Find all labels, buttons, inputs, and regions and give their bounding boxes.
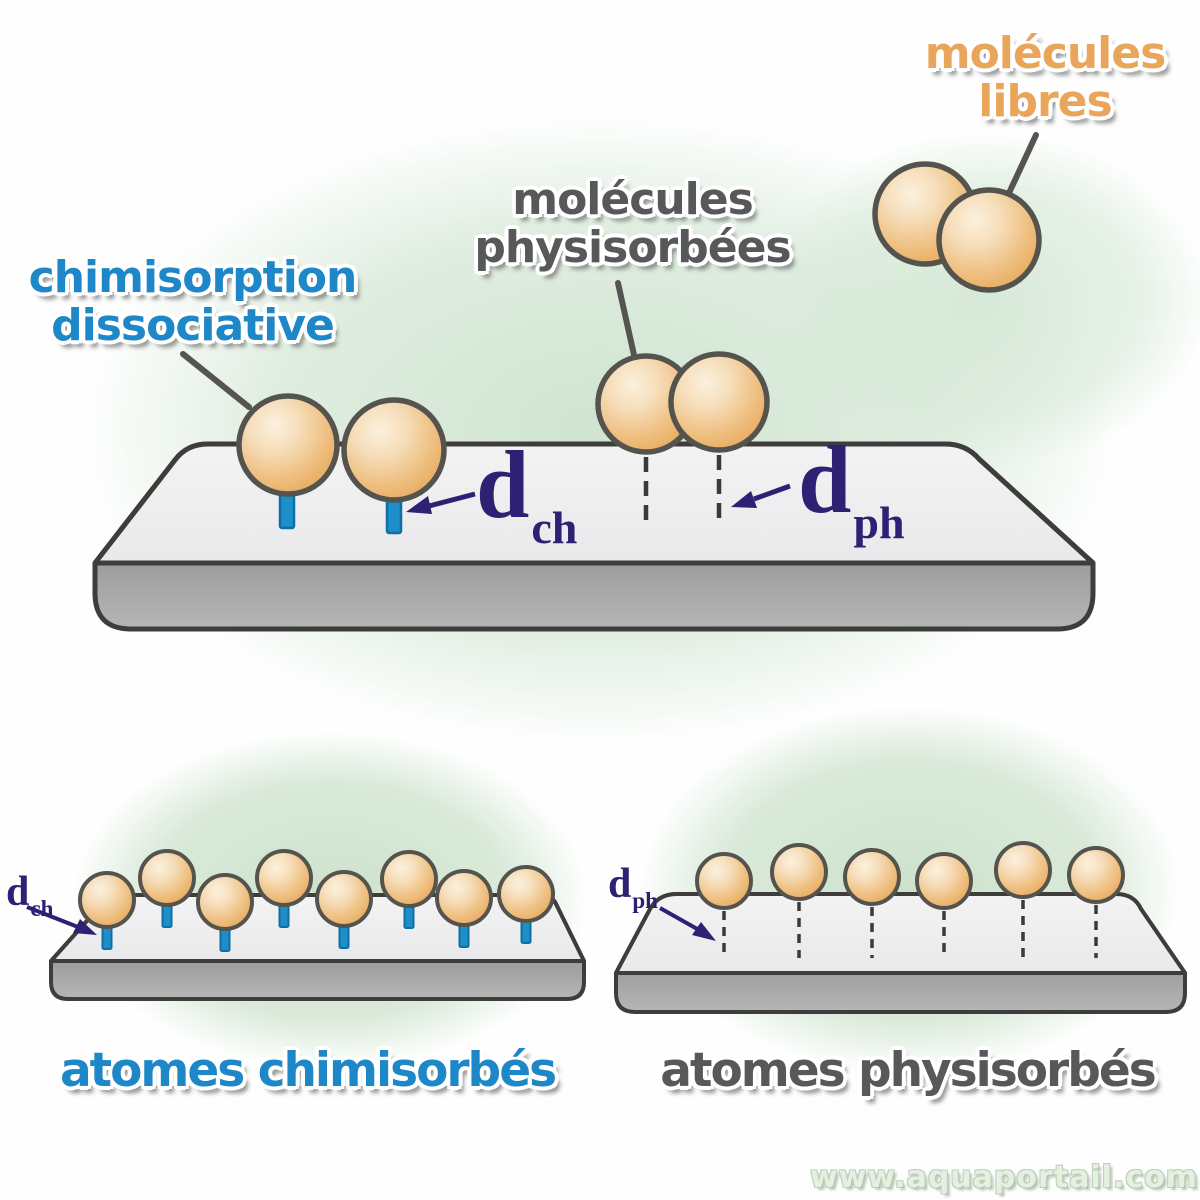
- physisorbed-surface-atom: [695, 852, 753, 910]
- d-ch-arrow-main: [406, 491, 476, 514]
- pointer-line-physisorbees: [615, 280, 637, 358]
- chemisorbed-surface-atom: [497, 865, 555, 923]
- chemisorption-bond-stick: [278, 492, 296, 530]
- chemisorbed-surface-atom: [196, 873, 254, 931]
- label-line: physisorbées: [474, 221, 791, 273]
- chemisorbed-atom-left: [236, 393, 340, 497]
- d-ph-arrow-main: [731, 483, 791, 508]
- label-line: dissociative: [51, 299, 335, 351]
- chemisorbed-surface-atom: [435, 869, 493, 927]
- label-d-ch-main: dch: [476, 437, 578, 554]
- d-sub: ch: [30, 896, 54, 921]
- d-base: d: [798, 426, 852, 533]
- watermark: www.aquaportail.com: [809, 1160, 1198, 1195]
- label-line: libres: [978, 75, 1112, 127]
- d-sub: ph: [632, 888, 658, 913]
- chemisorbed-surface-atom: [255, 849, 313, 907]
- d-ph-arrow-bottom: [659, 906, 716, 941]
- pointer-line-chimisorption: [180, 351, 252, 410]
- label-line: molécules: [512, 174, 754, 225]
- free-molecule-atom-right: [936, 187, 1042, 293]
- d-sub: ch: [531, 502, 578, 553]
- physisorbed-surface-atom: [994, 841, 1052, 899]
- d-ch-arrow-bottom: [26, 905, 97, 935]
- physisorbed-surface-atom: [770, 843, 828, 901]
- chemisorption-bond-stick: [385, 497, 403, 535]
- physisorbed-surface-atom: [1067, 846, 1125, 904]
- d-base: d: [608, 861, 632, 907]
- label-d-ph-bottom: dph: [608, 863, 658, 914]
- chemisorbed-surface-atom: [138, 849, 196, 907]
- label-physisorbed-molecules: molécules physisorbées: [440, 176, 825, 271]
- main-surface-top: [92, 441, 1096, 566]
- chemisorbed-surface-atom: [78, 871, 136, 929]
- physisorbed-molecule-atom-right: [668, 351, 770, 453]
- label-dissociative-chemisorption: chimisorption dissociative: [0, 254, 385, 349]
- label-line: molécules: [924, 28, 1167, 79]
- chemisorbed-atom-right: [341, 397, 447, 503]
- label-free-molecules: molécules libres: [890, 30, 1200, 125]
- label-d-ch-bottom: dch: [6, 871, 54, 922]
- d-sub: ph: [853, 497, 905, 548]
- chemisorbed-surface-atom: [315, 870, 373, 928]
- chemisorbed-surface-atom: [380, 850, 438, 908]
- physisorbed-surface-atom: [915, 852, 973, 910]
- d-base: d: [476, 431, 530, 538]
- label-chemisorbed-atoms: atomes chimisorbés: [59, 1043, 557, 1098]
- label-line: chimisorption: [28, 252, 358, 303]
- physisorbed-surface-atom: [843, 848, 901, 906]
- d-base: d: [6, 869, 30, 915]
- pointer-line-libres: [1006, 132, 1039, 196]
- label-physisorbed-atoms: atomes physisorbés: [660, 1043, 1156, 1098]
- label-d-ph-main: dph: [798, 432, 905, 549]
